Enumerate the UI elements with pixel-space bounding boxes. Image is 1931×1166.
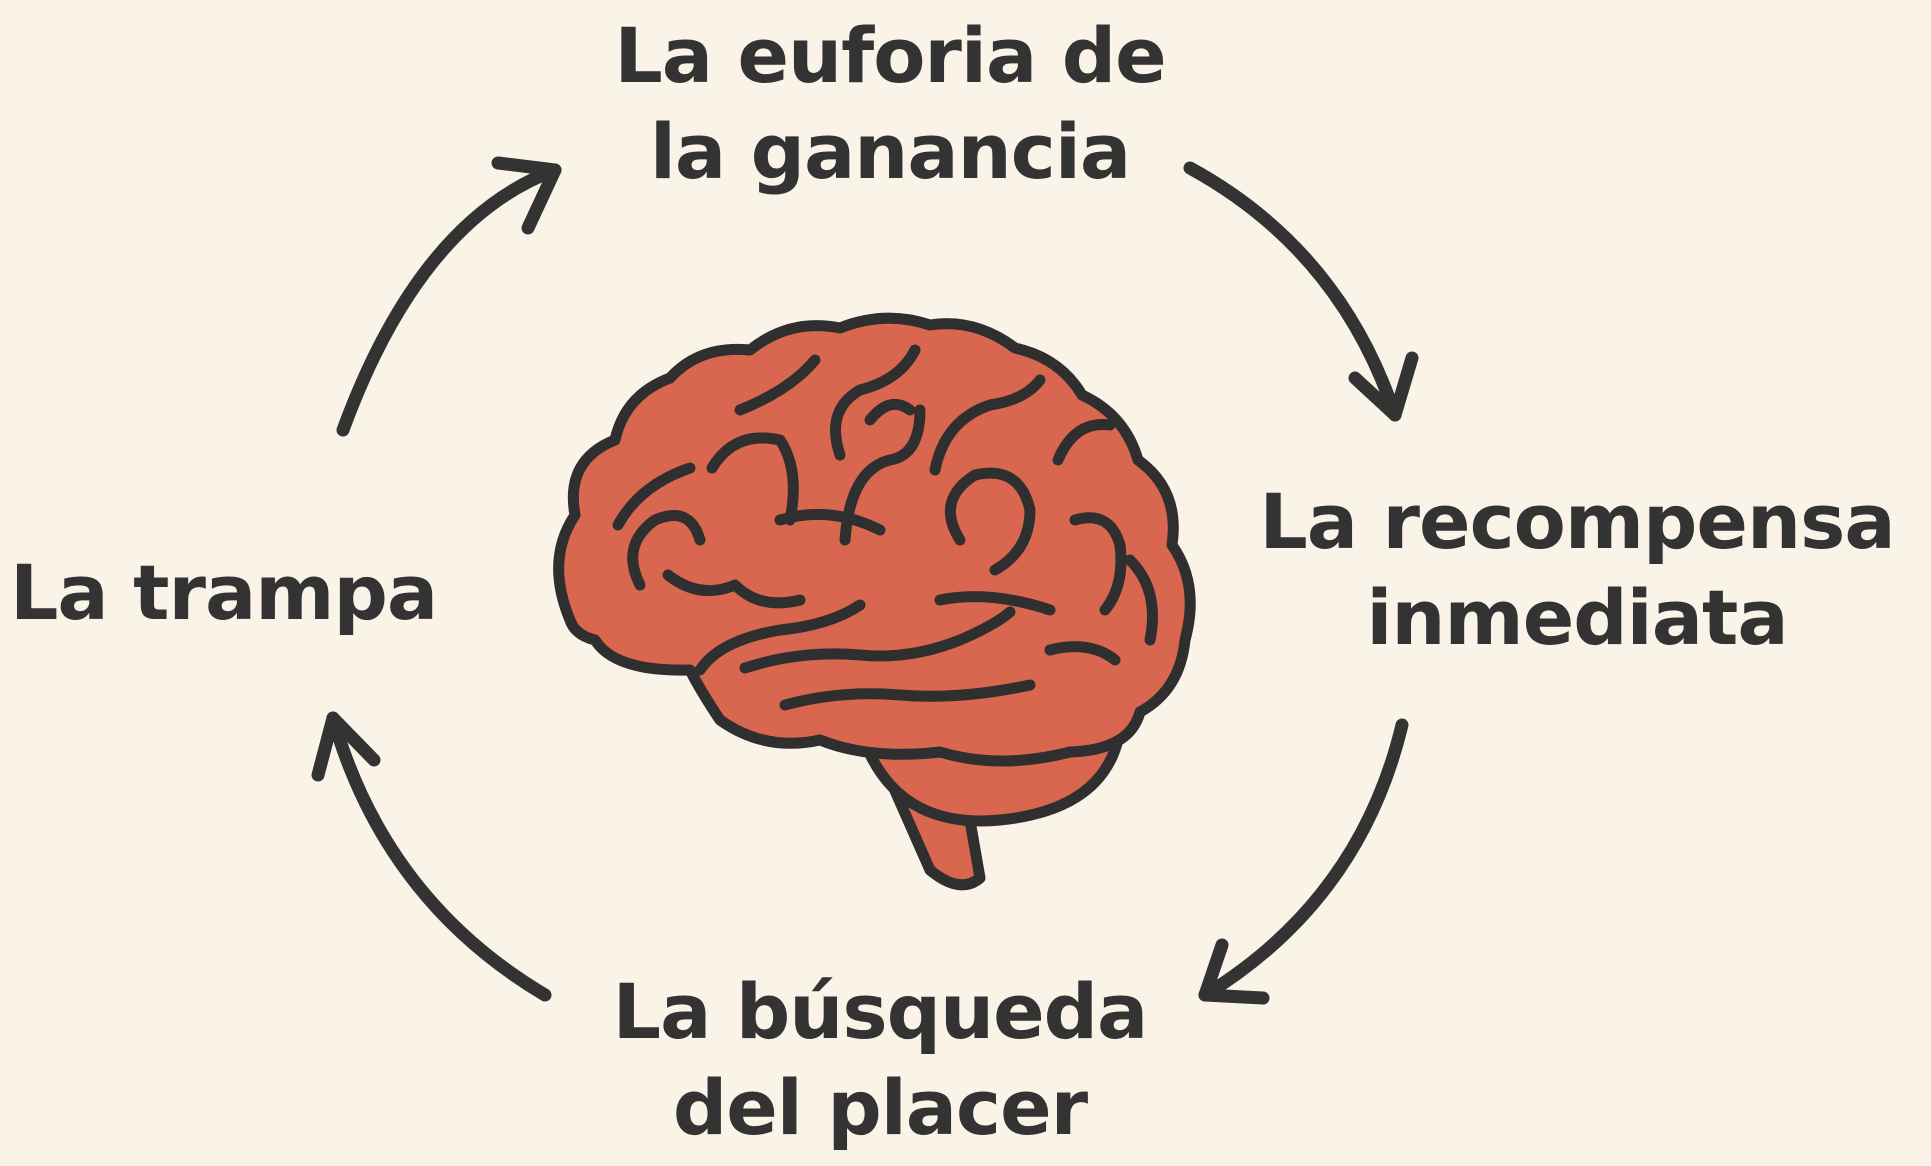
stage-label-top-line2: la ganancia	[649, 107, 1131, 196]
arrow-left-to-top	[336, 156, 562, 437]
stage-label-top-line1: La euforia de	[614, 11, 1166, 100]
arrow-right-to-bottom	[1198, 718, 1409, 1005]
stage-label-right-line1: La recompensa	[1259, 477, 1895, 566]
stage-label-right-line2: inmediata	[1366, 573, 1788, 662]
stage-label-left-line1: La trampa	[10, 548, 438, 637]
arrow-top-to-right	[1183, 161, 1419, 422]
stage-label-bottom-line1: La búsqueda	[612, 967, 1149, 1056]
stage-label-left: La trampa	[10, 545, 450, 641]
arrow-bottom-to-left	[311, 711, 552, 1002]
stage-label-bottom-line2: del placer	[672, 1063, 1088, 1152]
brain-icon	[553, 312, 1196, 891]
stage-label-bottom: La búsqueda del placer	[560, 964, 1200, 1156]
stage-label-right: La recompensa inmediata	[1232, 474, 1922, 666]
stage-label-top: La euforia de la ganancia	[570, 8, 1210, 200]
